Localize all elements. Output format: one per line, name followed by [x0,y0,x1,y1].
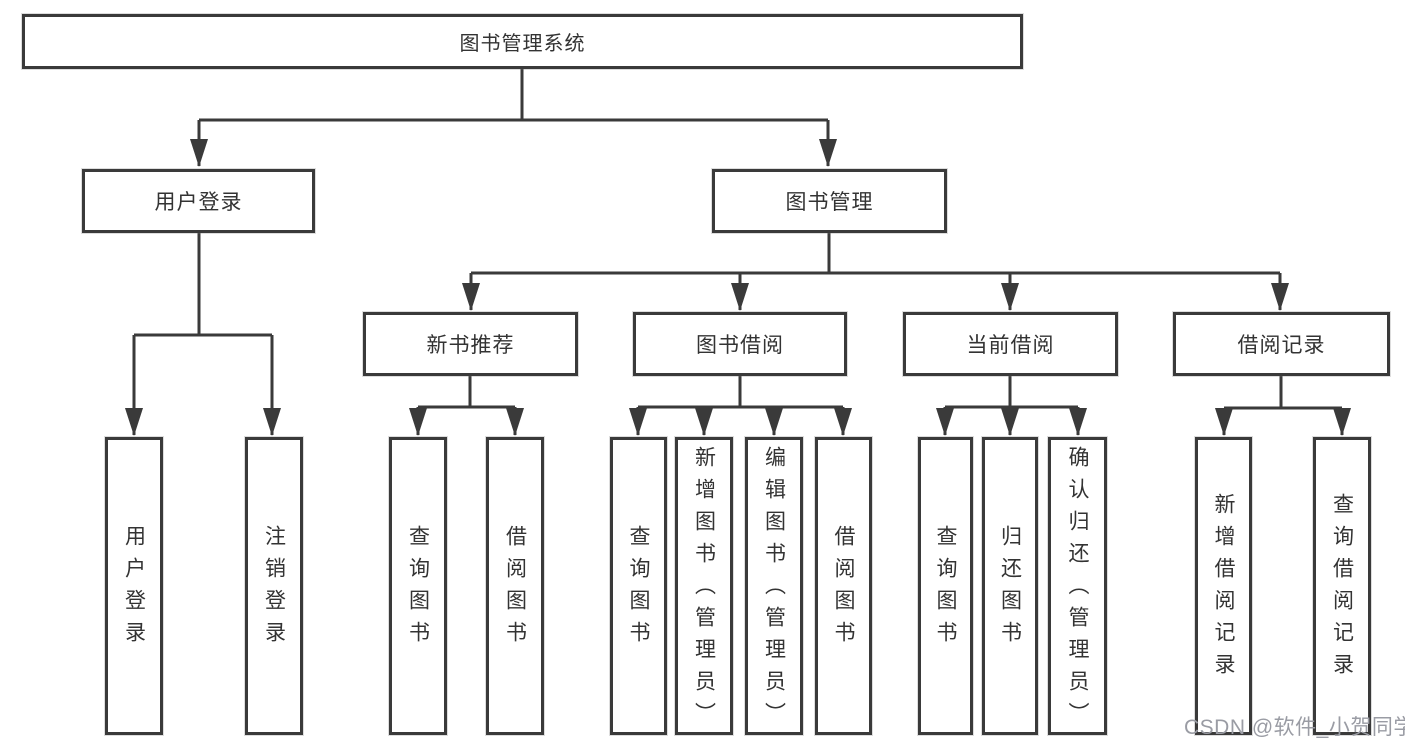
node-user-login: 用户登录 [82,169,315,233]
leaf-logout: 注销登录 [245,437,303,735]
leaf-confirm-return-admin: 确认归还（管理员） [1048,437,1107,735]
node-library-management-system: 图书管理系统 [22,14,1023,69]
leaf-query-book-recommend: 查询图书 [389,437,447,735]
leaf-return-book: 归还图书 [982,437,1038,735]
leaf-query-book-current: 查询图书 [918,437,973,735]
leaf-query-borrow-record: 查询借阅记录 [1313,437,1371,735]
node-new-book-recommend: 新书推荐 [363,312,578,376]
leaf-borrow-book-recommend: 借阅图书 [486,437,544,735]
node-borrow-record: 借阅记录 [1173,312,1390,376]
leaf-query-book-borrow: 查询图书 [610,437,667,735]
node-book-management: 图书管理 [712,169,947,233]
leaf-borrow-book: 借阅图书 [815,437,872,735]
leaf-add-book-admin: 新增图书（管理员） [675,437,733,735]
node-current-borrow: 当前借阅 [903,312,1118,376]
leaf-edit-book-admin: 编辑图书（管理员） [745,437,803,735]
leaf-user-login: 用户登录 [105,437,163,735]
node-book-borrow: 图书借阅 [633,312,847,376]
csdn-watermark: CSDN @软件_小贺同学 [1184,716,1405,739]
leaf-add-borrow-record: 新增借阅记录 [1195,437,1252,735]
